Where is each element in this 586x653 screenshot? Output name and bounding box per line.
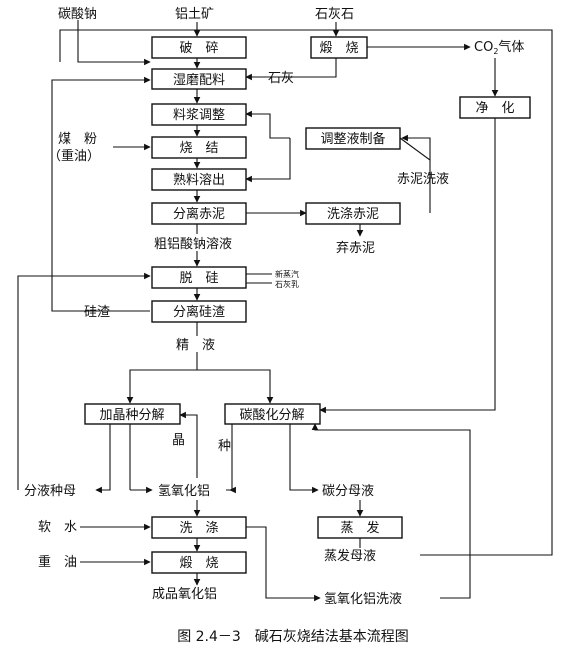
crushing-box	[151, 36, 247, 59]
separate-silica-slag-label: 分离硅渣	[173, 304, 225, 320]
wet-grinding-label: 湿磨配料	[173, 73, 225, 88]
adjust-liquor-box	[305, 127, 401, 150]
sintering-label: 烧 结	[179, 141, 218, 156]
crushing-label: 破 碎	[179, 41, 218, 56]
desilication-box	[151, 266, 247, 289]
wash-red-mud-box	[305, 202, 401, 225]
evaporation-box	[317, 516, 403, 539]
bauxite-label: 铝土矿	[175, 7, 214, 22]
discard-red-mud-label: 弃赤泥	[336, 241, 375, 256]
seeded-precip-box	[84, 403, 181, 425]
red-mud-wash-liquor-label: 赤泥洗液	[397, 172, 449, 187]
seeded-precip-label: 加晶种分解	[99, 408, 164, 423]
evaporation-label: 蒸 发	[340, 520, 379, 536]
carbonation-mother-liquor-label: 碳分母液	[322, 484, 374, 499]
carbonation-box	[224, 403, 321, 425]
connector-split	[126, 352, 198, 404]
washing-box	[151, 516, 247, 539]
separate-silica-slag-box	[151, 300, 247, 323]
connector-lime	[245, 58, 337, 81]
calcining-limestone-box	[310, 36, 368, 59]
connector-evap-recycle	[59, 29, 553, 556]
step-labels: 破 碎 煅 烧 湿磨配料 料浆调整 烧 结 调整液制备 熟料溶出 分离赤泥 洗涤…	[99, 40, 514, 571]
connector-carb-hydroxide	[226, 424, 233, 491]
wash-red-mud-label: 洗涤赤泥	[327, 207, 379, 222]
crude-aluminate-label: 粗铝酸钠溶液	[154, 237, 232, 252]
stream-labels: 碳酸钠 铝土矿 石灰石 CO2气体 石灰 煤 粉 （重油） 赤泥洗液 弃赤泥 粗…	[24, 7, 524, 607]
purification-box	[459, 96, 531, 119]
slurry-adjust-label: 料浆调整	[173, 108, 225, 123]
hydroxide-wash-liquor-label: 氢氧化铝洗液	[324, 592, 402, 607]
desilication-label: 脱 硅	[179, 271, 218, 286]
clinker-leach-label: 熟料溶出	[173, 172, 225, 188]
sintering-box	[151, 136, 247, 159]
seed-crystal-2-label: 种	[218, 439, 231, 454]
coal-powder-label: 煤 粉	[58, 132, 97, 147]
soft-water-label: 软 水	[38, 520, 77, 535]
flow-connectors	[17, 20, 553, 602]
aluminium-hydroxide-label: 氢氧化铝	[158, 484, 210, 499]
refined-liquor-label: 精 液	[176, 338, 215, 353]
connector-spent-liquor	[95, 424, 111, 494]
limestone-label: 石灰石	[315, 7, 354, 22]
calcining-product-box	[151, 551, 247, 574]
connector-soda-ash	[77, 20, 151, 66]
connector-adjust-slurry	[245, 110, 290, 139]
carbonation-label: 碳酸化分解	[239, 408, 304, 423]
purification-label: 净 化	[475, 101, 514, 116]
lime-milk-label: 石灰乳	[275, 279, 299, 289]
figure-caption: 图 2.4－3 碱石灰烧结法基本流程图	[177, 628, 409, 645]
connector-adjust-leach	[245, 138, 291, 183]
washing-label: 洗 涤	[179, 521, 218, 536]
connector-washliquor-recycle	[311, 423, 471, 599]
seed-crystal-1-label: 晶	[172, 433, 185, 448]
heavy-oil-label: 重 油	[38, 554, 77, 570]
process-steps	[84, 36, 531, 574]
connector-silica-recycle	[51, 76, 151, 312]
heavy-oil-paren-label: （重油）	[48, 148, 100, 164]
soda-ash-label: 碳酸钠	[58, 7, 97, 22]
connector-washliquor	[246, 526, 321, 602]
evaporation-mother-liquor-label: 蒸发母液	[324, 548, 376, 564]
calcining-limestone-label: 煅 烧	[319, 40, 358, 56]
separate-red-mud-label: 分离赤泥	[173, 206, 225, 222]
product-alumina-label: 成品氧化铝	[152, 587, 217, 602]
connector-co2-carbonation	[319, 118, 496, 414]
slurry-adjust-box	[151, 103, 247, 126]
connector-seed	[179, 411, 198, 478]
wet-grinding-box	[151, 68, 247, 90]
calcining-product-label: 煅 烧	[179, 555, 218, 571]
lime-label: 石灰	[268, 71, 294, 86]
spent-seed-liquor-label: 分液种母	[24, 484, 76, 499]
clinker-leach-box	[151, 168, 247, 191]
connector-spent-recycle	[17, 272, 151, 490]
new-steam-label: 新蒸汽	[275, 269, 299, 279]
separate-red-mud-box	[151, 202, 247, 225]
silica-slag-label: 硅渣	[84, 305, 110, 320]
adjust-liquor-label: 调整液制备	[320, 131, 385, 147]
connector-carb-motherliquor	[289, 424, 319, 494]
co2-label: CO2气体	[474, 39, 524, 56]
